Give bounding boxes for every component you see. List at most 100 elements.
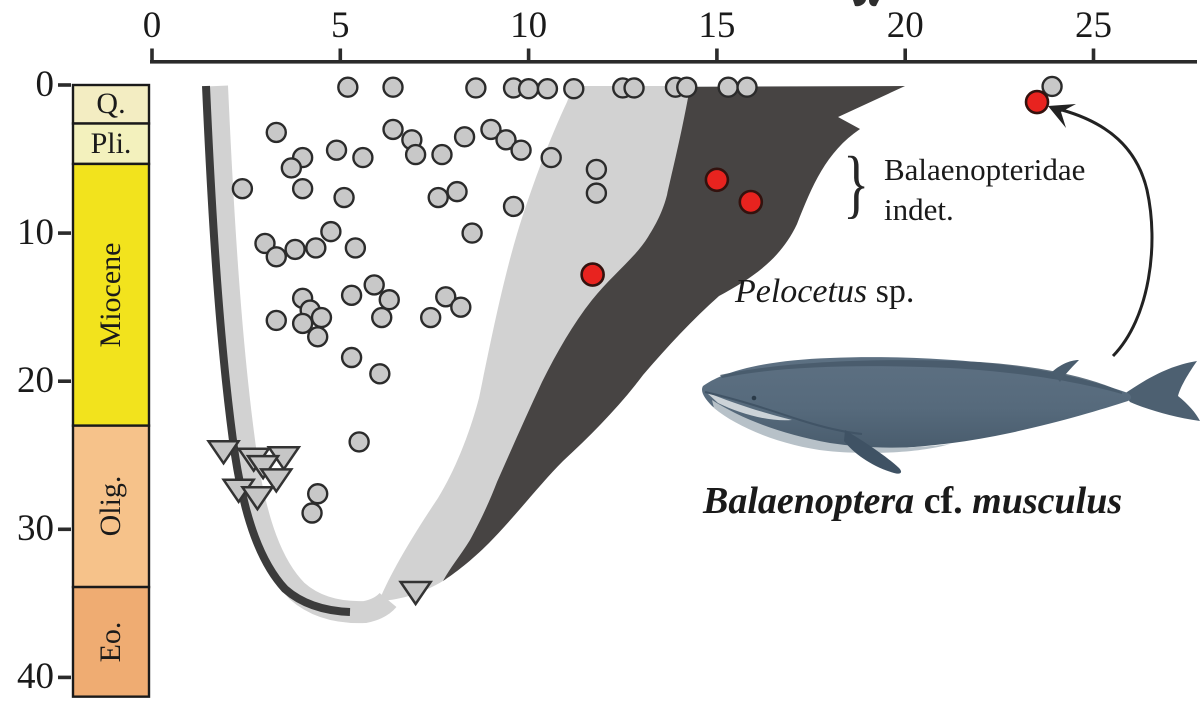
strat-unit-q [71,83,151,125]
gray-data-point [305,237,327,259]
gray-data-point [291,312,314,335]
label-balaenopteridae-line2: indet. [884,192,954,227]
annotation-arrow [1048,104,1154,358]
gray-data-point [280,157,303,179]
arrow-curve [1061,108,1154,358]
strat-label-q: Q. [96,87,126,121]
brace-icon: } [843,142,870,226]
musculus-species: musculus [972,480,1123,522]
gray-data-point [369,363,391,385]
gray-data-point [585,182,608,204]
strat-column-shapes [71,83,151,698]
data-points [206,75,1063,607]
left-boundary-halo [206,85,397,624]
gray-data-point [307,326,329,348]
x-tick-label: 25 [1075,5,1112,46]
label-balaenoptera-cf-musculus: Balaenoptera cf. musculus [703,480,1122,522]
gray-data-point [419,306,442,329]
label-pelocetus-sp: Pelocetus sp. [735,274,914,310]
gray-data-point [536,78,559,100]
gray-data-point [340,346,363,369]
gray-data-point [337,76,359,98]
gray-data-point [502,195,525,218]
gray-data-point [284,238,306,261]
gray-data-point [450,296,472,318]
label-balaenopteridae-line1: Balaenopteridae [884,152,1086,187]
strat-label-pli: Pli. [90,126,132,160]
y-axis-tick [58,231,71,235]
blue-whale-illustration [702,357,1200,474]
x-tick-label: 5 [331,5,350,46]
triangle-point [398,580,433,607]
gray-data-point [265,309,287,332]
gray-data-point [378,289,400,311]
gray-data-point [540,146,562,169]
musculus-genus: Balaenoptera [703,480,915,522]
arrowhead-icon [1048,104,1076,128]
x-tick-label: 20 [886,5,924,46]
gray-data-point [480,118,502,141]
x-axis-line [150,60,1197,64]
red-data-point [580,262,605,287]
x-axis-tick [150,48,154,62]
y-tick-label: 20 [17,360,54,402]
gray-data-point [517,78,540,100]
x-axis-tick [526,48,531,62]
gray-data-point [352,146,374,169]
gray-data-point [320,220,342,243]
axes [58,48,1197,680]
gray-data-point [348,431,370,453]
x-tick-label: 10 [510,5,548,46]
whale-eye [751,395,757,401]
whale-belly [712,400,950,453]
pelocetus-suffix: sp. [867,273,915,310]
y-tick-label: 0 [35,64,55,105]
strat-unit-miocene [71,162,151,427]
whale-body [702,357,1131,450]
x-axis-tick [338,48,343,62]
gray-data-point [363,274,385,296]
minimum-size-line [202,85,351,616]
triangle-point [240,485,275,512]
triangle-point [206,440,241,466]
triangle-point [258,468,294,494]
gray-data-point [265,246,287,268]
gray-data-point [325,139,348,161]
gray-data-point [676,76,698,98]
gray-data-point [371,306,393,329]
gray-data-point [510,139,532,161]
red-data-point [704,167,730,193]
gray-data-point [333,186,355,209]
strat-label-miocene: Miocene [94,242,127,348]
x-axis-tick [715,48,719,62]
y-tick-label: 10 [17,212,54,254]
red-data-point [1024,89,1050,115]
y-axis-tick [58,527,71,532]
gray-data-point [382,76,404,98]
y-axis-tick [58,675,71,680]
gray-data-point [585,158,608,181]
gray-data-point [431,143,453,166]
whale-dorsal-fin [1052,360,1079,382]
envelope-bands [202,85,905,624]
gray-data-point [623,77,645,99]
gray-data-point [736,76,758,98]
gray-data-point [231,177,254,200]
gray-data-point [446,180,468,203]
gray-data-point [717,76,739,98]
x-tick-label: 0 [142,5,162,46]
triangle-point [245,454,281,481]
whale-back-shading [720,360,1122,394]
strat-unit-olig [71,424,151,589]
pelocetus-genus: Pelocetus [735,273,868,310]
gray-data-point [404,143,427,166]
label-balaenopteridae-indet: Balaenopteridae indet. [884,150,1085,230]
x-tick-label: 15 [698,5,736,46]
gray-data-point [254,232,276,255]
gray-data-point [340,284,363,307]
gray-data-point [461,222,483,244]
y-tick-label: 30 [17,508,54,550]
gray-data-point [307,483,329,505]
